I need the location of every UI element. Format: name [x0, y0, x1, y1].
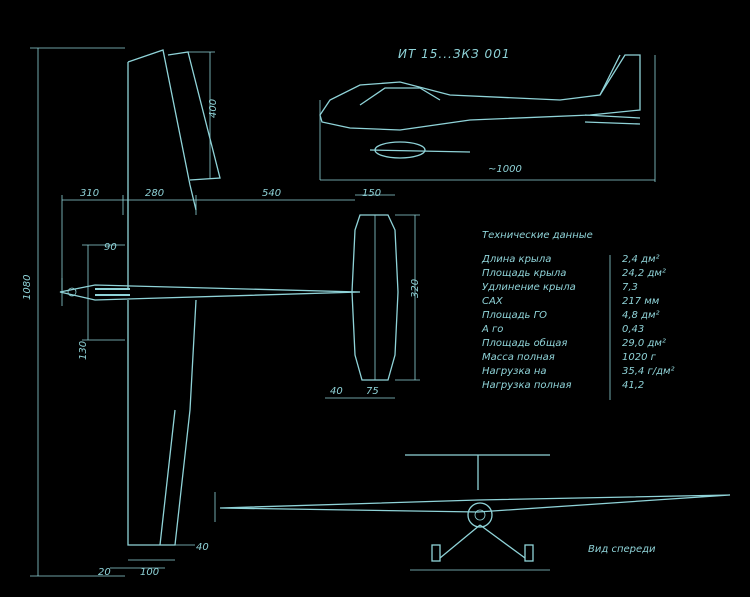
aileron-lower: [159, 409, 176, 546]
root-mid-label: 280: [145, 188, 164, 199]
spec-label: Нагрузка полная: [482, 380, 572, 391]
length-side-label: ~1000: [488, 164, 522, 175]
fuselage-side-outline: [319, 54, 641, 131]
fuselage-top-outline: [59, 284, 361, 301]
nose-label: 90: [104, 242, 117, 253]
spec-value: 0,43: [622, 324, 644, 335]
spec-value: 1020 г: [622, 352, 657, 363]
wheel-right: [524, 544, 534, 562]
spec-rows: Длина крыла 2,4 дм² Площадь крыла 24,2 д…: [481, 254, 675, 391]
spec-label: Площадь ГО: [482, 310, 547, 321]
drawing-title: ИТ 15...ЗКЗ 001: [398, 47, 510, 61]
canopy: [359, 87, 441, 106]
fuselage-lower-label: 130: [78, 341, 89, 360]
spec-value: 4,8 дм²: [622, 310, 660, 321]
propeller-hub: [67, 287, 77, 297]
spec-value: 24,2 дм²: [622, 268, 666, 279]
spec-label: Нагрузка на: [482, 366, 547, 377]
fuselage-front: [467, 502, 493, 528]
aileron-upper: [167, 51, 221, 181]
aileron-label: 40: [196, 542, 209, 553]
spec-label: Площадь крыла: [482, 268, 566, 279]
stabilizer-outline: [351, 214, 399, 381]
wing-chord-label: 400: [208, 99, 219, 118]
spec-value: 217 мм: [622, 296, 660, 307]
wheel-left: [431, 544, 441, 562]
spec-label: Длина крыла: [481, 254, 551, 265]
root-bottom-b-label: 100: [140, 567, 159, 578]
landing-gear-side: [369, 149, 471, 153]
spec-value: 35,4 г/дм²: [622, 366, 675, 377]
stab-span-label: 320: [410, 279, 421, 298]
stab-chord-label: 150: [362, 188, 381, 199]
stab-left-label: 40: [330, 386, 343, 397]
spinner-front: [474, 509, 486, 521]
wing-lower-outline: [127, 299, 197, 546]
tail-arm-label: 540: [262, 188, 281, 199]
spec-heading: Технические данные: [482, 230, 593, 241]
root-left-label: 310: [80, 188, 99, 199]
landing-gear-front: [439, 524, 526, 559]
spec-label: А го: [481, 324, 503, 335]
root-bottom-a-label: 20: [98, 567, 111, 578]
spec-label: Удлинение крыла: [482, 282, 576, 293]
fin-leading-edge: [599, 54, 621, 96]
top-view: 1080 400 40 20 100 310 280 540 150: [22, 47, 421, 578]
span-total-label: 1080: [22, 275, 33, 300]
spec-value: 7,3: [622, 282, 638, 293]
spec-label: Площадь общая: [482, 337, 567, 349]
spec-value: 2,4 дм²: [622, 254, 660, 265]
spec-value: 29,0 дм²: [622, 338, 666, 349]
spec-value: 41,2: [622, 380, 644, 391]
spec-label: Масса полная: [482, 352, 555, 363]
front-view-caption: Вид спереди: [588, 544, 656, 555]
wing-upper-leading-edge: [127, 49, 197, 211]
front-view: Вид спереди: [214, 454, 731, 571]
fuselage-cowl: [95, 288, 130, 296]
stab-right-label: 75: [366, 386, 379, 397]
spec-table: Технические данные Длина крыла 2,4 дм² П…: [481, 230, 675, 400]
spec-label: САХ: [482, 296, 504, 307]
side-view: ИТ 15...ЗКЗ 001 ~1000: [319, 47, 656, 182]
wing-front: [219, 494, 731, 513]
stab-side: [584, 114, 641, 125]
